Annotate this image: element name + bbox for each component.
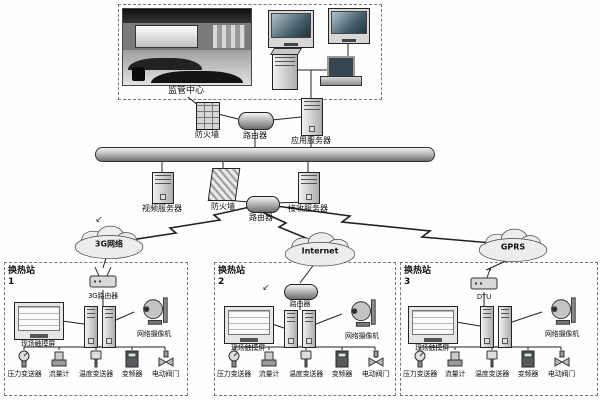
monitor-center-group-box [118,4,382,100]
flow-meter-icon [51,350,67,368]
station3-device-label: 变频器 [517,370,539,378]
annotation-arrow: ↙ [95,215,103,225]
station1-device-label: 变频器 [121,370,143,378]
station2-device-label: 压力变送器 [217,370,251,378]
temperature-transmitter-icon [484,350,500,368]
station3-device-label: 压力变送器 [403,370,437,378]
cloud-3g: 3G网络 [73,224,145,260]
monitor-center-label: 监管中心 [167,86,204,96]
flow-meter-icon [447,350,463,368]
station1-device-label: 压力变送器 [7,370,42,378]
station3-camera-icon [542,296,582,328]
frequency-converter-icon [520,350,536,368]
pressure-transmitter-icon [226,350,242,368]
station3-camera-label: 网络摄像机 [545,330,579,338]
temperature-transmitter-icon [88,350,104,368]
3g-router-icon [86,266,120,290]
cloud-3g-label: 3G网络 [94,239,124,249]
station3-touchscreen-icon [408,306,458,344]
station2-device-label: 温度变送器 [289,370,323,378]
station1-camera-icon [134,296,174,328]
laptop-icon [320,56,362,88]
frequency-converter-icon [334,350,350,368]
router-mid-icon [246,196,280,213]
station1-group-box [4,262,188,396]
cloud-gprs-label: GPRS [500,242,526,252]
workstation-monitor-icon [268,10,314,48]
electric-valve-icon [367,350,385,368]
temperature-transmitter-icon [298,350,314,368]
control-room-photo [122,8,252,86]
station2-gateway-label: 路由器 [289,300,311,308]
recv-server-label: 接收服务器 [288,204,328,213]
router-top-label: 路由器 [243,131,267,140]
station1-device-label: 温度变送器 [79,370,113,378]
station3-touchscreen-label: 现场触摸屏 [415,344,449,352]
video-server-label: 视频服务器 [142,204,182,213]
station1-touchscreen-label: 现场触摸屏 [21,340,55,348]
firewall-mid-label: 防火墙 [211,202,235,211]
frequency-converter-icon [124,350,140,368]
station2-touchscreen-label: 现场触摸屏 [231,344,265,352]
annotation-arrow: ↙ [262,283,270,293]
station2-device-label: 电动阀门 [361,370,390,378]
app-server-label: 应用服务器 [291,136,331,145]
backbone-bus [95,147,435,162]
dtu-icon [468,268,500,292]
station1-camera-label: 网络摄像机 [137,330,171,338]
station1-device-label: 流量计 [48,370,70,378]
pressure-transmitter-icon [412,350,428,368]
electric-valve-icon [553,350,571,368]
cloud-internet-label: Internet [301,246,339,256]
station2-router-icon [284,284,318,300]
station1-name: 换热站1 [8,266,36,287]
station3-name: 换热站3 [404,266,432,287]
station1-controller-icon [84,306,116,348]
station3-device-label: 流量计 [444,370,466,378]
station2-name: 换热站2 [218,266,246,287]
video-server-icon [152,172,174,204]
station2-device-label: 流量计 [258,370,280,378]
station2-controller-icon [284,310,316,348]
desktop-monitor-icon [328,8,370,44]
station1-touchscreen-icon [14,302,64,340]
station3-gateway-label: DTU [476,293,492,301]
pc-tower-icon [272,54,298,90]
pressure-transmitter-icon [16,350,32,368]
router-mid-label: 路由器 [249,213,273,222]
cloud-gprs: GPRS [477,227,549,263]
flow-meter-icon [261,350,277,368]
firewall-top-icon [196,102,220,130]
router-top-icon [238,112,274,130]
station2-device-label: 变频器 [331,370,353,378]
station3-device-label: 电动阀门 [547,370,576,378]
station3-device-label: 温度变送器 [475,370,509,378]
app-server-icon [301,98,323,136]
station2-camera-icon [342,298,382,330]
firewall-top-label: 防火墙 [195,130,219,139]
station3-group-box [400,262,598,396]
recv-server-icon [298,172,320,204]
station1-gateway-label: 3G路由器 [88,292,118,300]
cloud-internet: Internet [283,230,357,268]
firewall-mid-icon [207,168,241,201]
station2-touchscreen-icon [224,306,274,344]
station2-camera-label: 网络摄像机 [345,332,379,340]
station1-device-label: 电动阀门 [151,370,180,378]
station3-controller-icon [480,306,512,348]
electric-valve-icon [157,350,175,368]
